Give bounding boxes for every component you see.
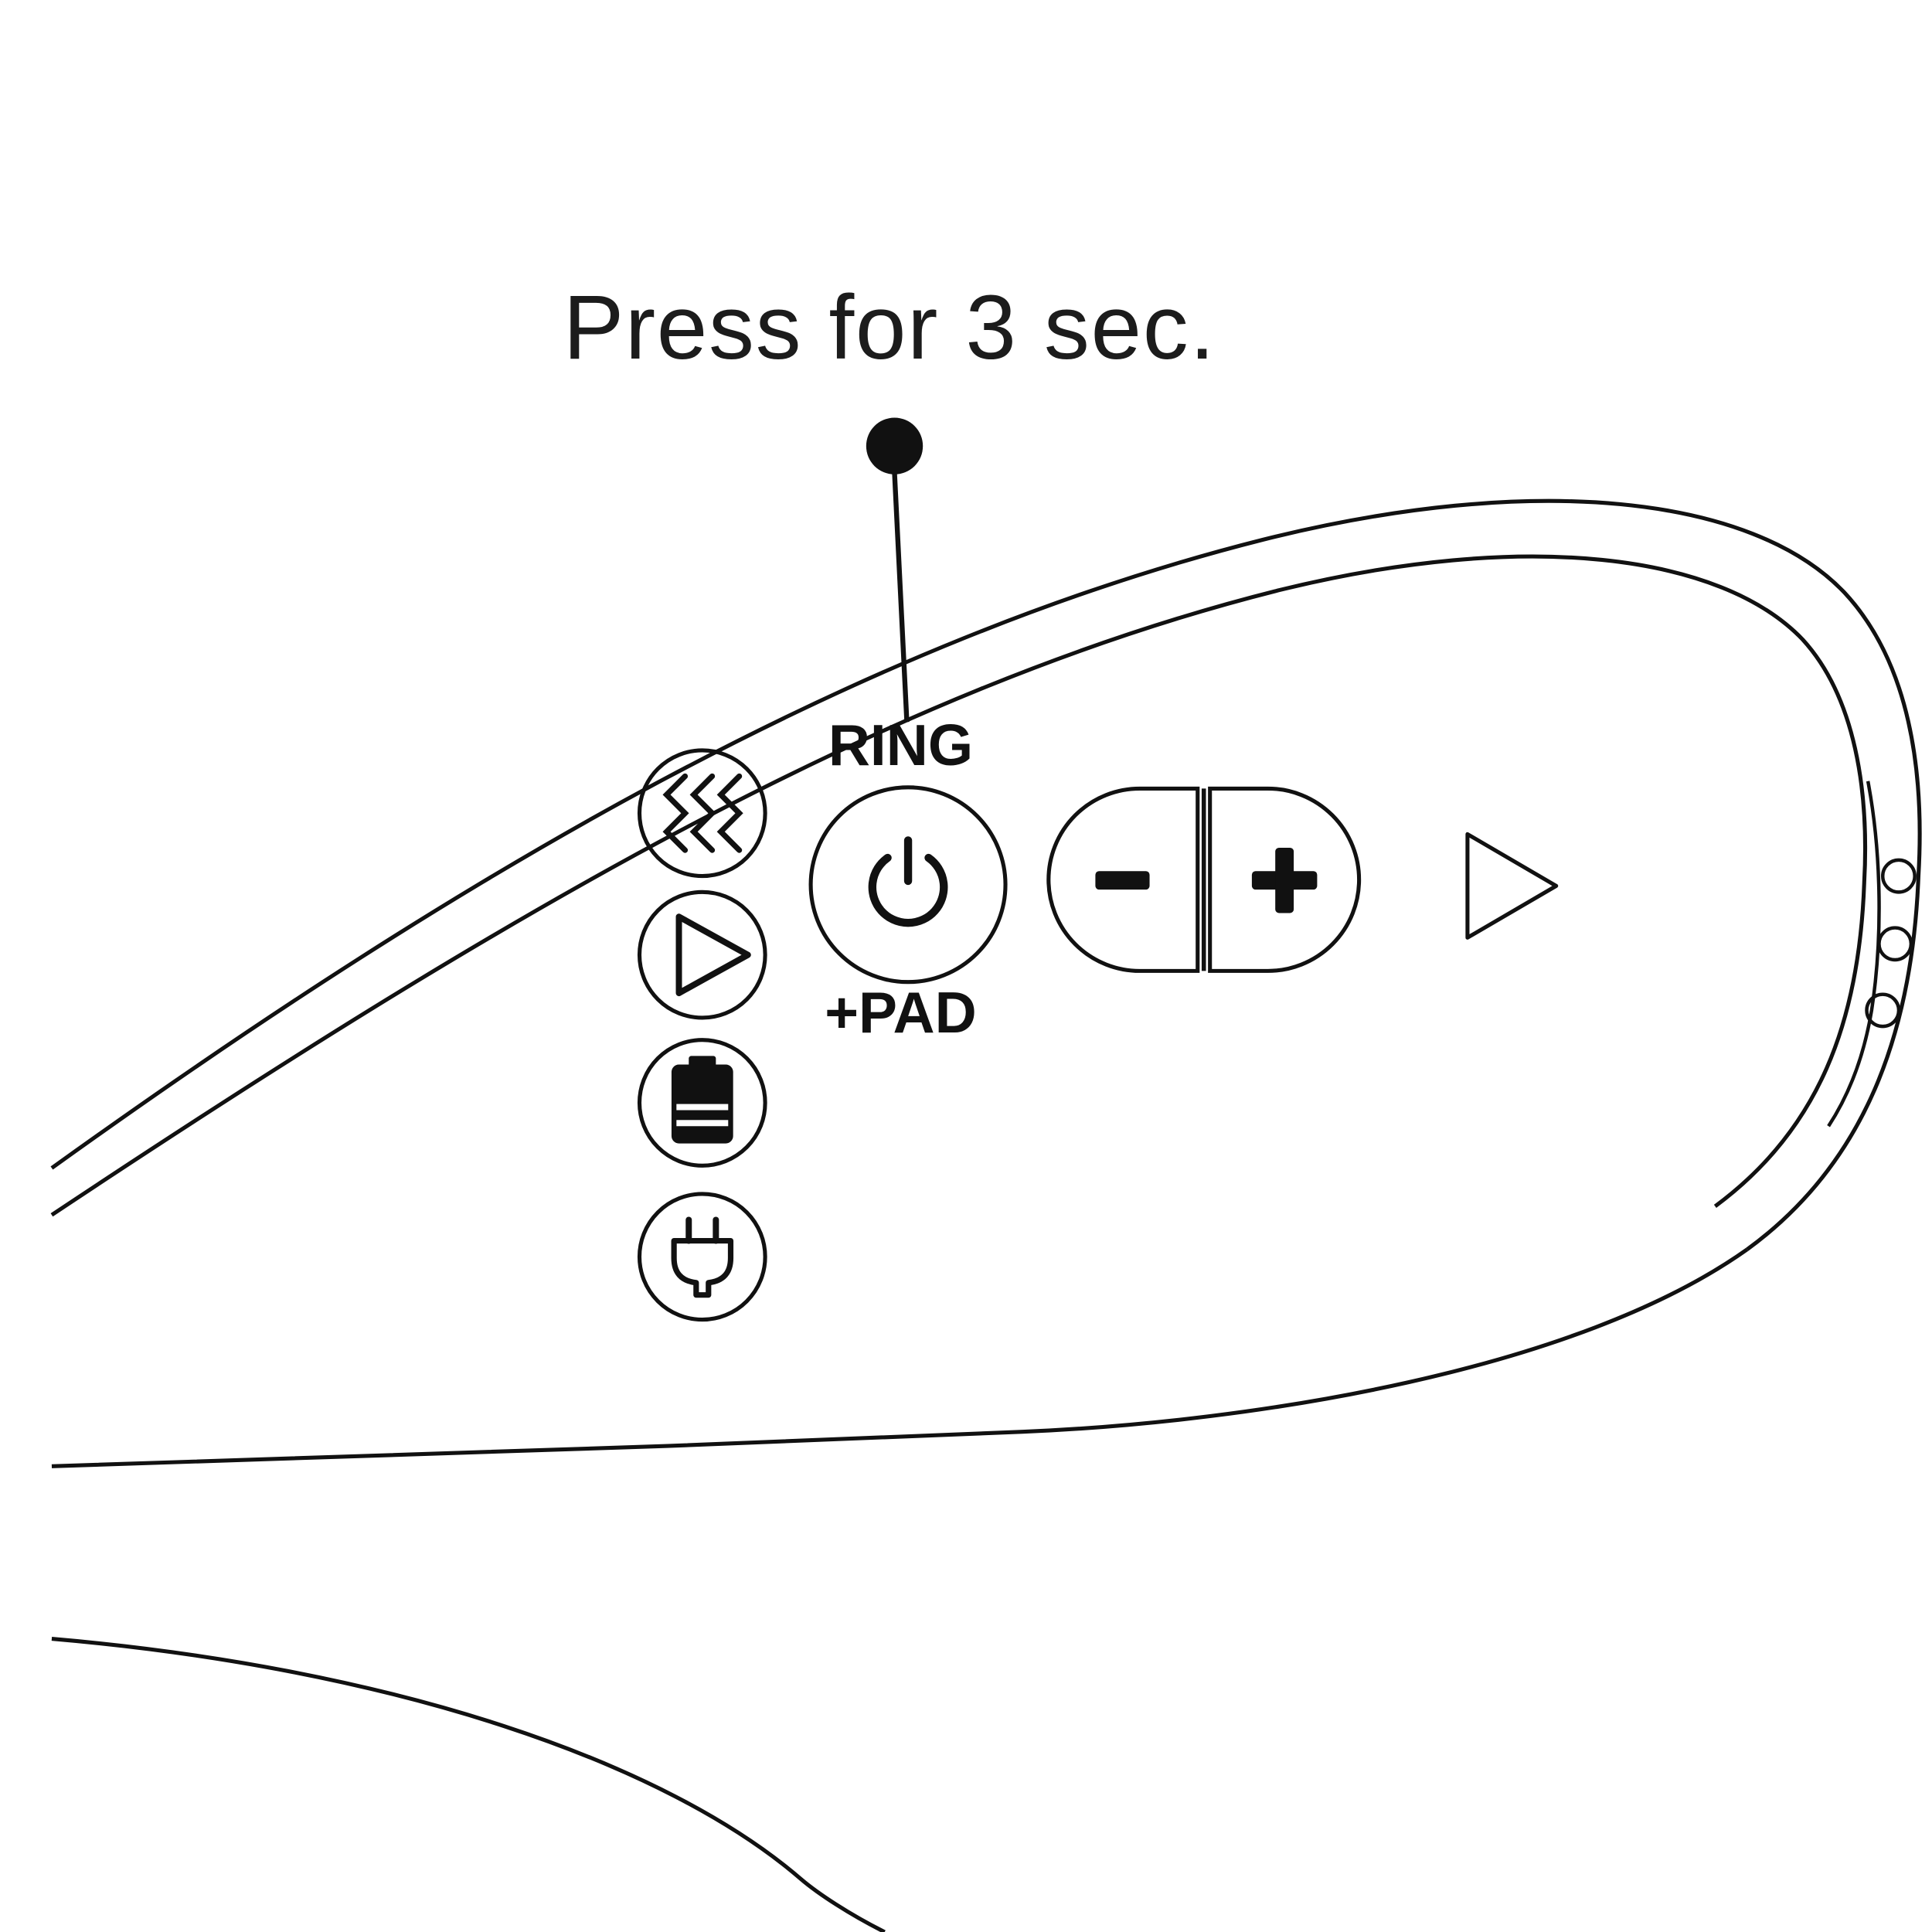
charging-contact-dot [1865, 992, 1901, 1029]
battery-icon [671, 1056, 733, 1144]
power-button [808, 785, 1008, 985]
callout-leader-line [892, 473, 910, 723]
charging-indicator-circle [637, 1192, 767, 1322]
play-mode-indicator [637, 889, 767, 1020]
callout-dot [866, 417, 923, 474]
ring-label: RING [828, 713, 973, 777]
device-outline-bottom [51, 1247, 1749, 1468]
minus-icon [1095, 871, 1150, 890]
vibration-indicator [637, 748, 767, 879]
charging-contact-dot [1880, 858, 1917, 894]
charging-contact-dot [1877, 926, 1913, 962]
play-mode-icon [675, 913, 751, 997]
device-strap-line [51, 1636, 886, 1932]
charging-plug-icon [671, 1216, 734, 1298]
device-right-cap-line [1827, 781, 1881, 1128]
plus-icon [1251, 847, 1318, 913]
vibration-icon [662, 773, 743, 853]
play-mode-indicator-circle [637, 889, 767, 1020]
battery-indicator-circle [637, 1038, 767, 1168]
callout-label: Press for 3 sec. [563, 277, 1216, 379]
charging-contacts [1865, 858, 1917, 1029]
play-triangle-icon [1465, 832, 1559, 940]
battery-indicator [637, 1038, 767, 1168]
intensity-increase-button [1208, 786, 1362, 973]
device-outline-inner-top [50, 554, 1868, 1217]
device-outline-outer-top [50, 498, 1922, 1251]
intensity-control [1046, 786, 1362, 973]
pad-label: +PAD [825, 980, 976, 1045]
intensity-decrease-button [1046, 786, 1200, 973]
power-button-circle [808, 785, 1008, 985]
power-icon [868, 836, 948, 927]
charging-indicator [637, 1192, 767, 1322]
vibration-indicator-circle [637, 748, 767, 879]
